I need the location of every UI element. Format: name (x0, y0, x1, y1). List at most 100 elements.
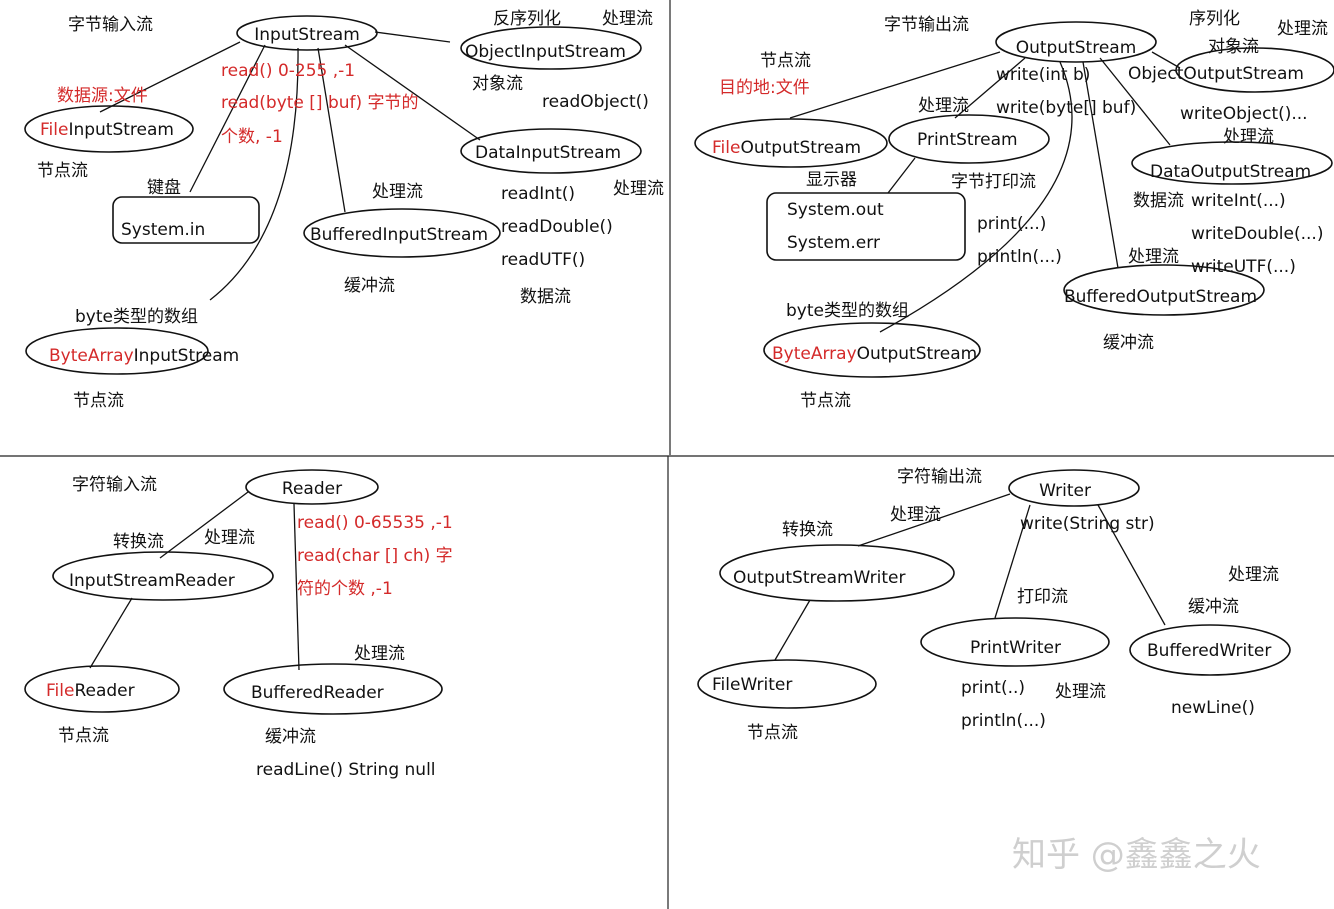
note-q4-convert: 转换流 (782, 520, 833, 540)
section-title-char-output: 字符输出流 (897, 467, 982, 487)
writer-label: Writer (1039, 481, 1091, 501)
node-datainputstream: DataInputStream (460, 128, 642, 174)
bytearrayinputstream-suffix: InputStream (134, 346, 240, 366)
note-q2-datastream: 数据流 (1133, 191, 1184, 211)
node-bytearrayinputstream: ByteArrayInputStream (25, 327, 239, 375)
system-out-label: System.out (787, 200, 884, 220)
note-q1-read2: read(byte [] buf) 字节的 (221, 93, 419, 113)
note-q2-objectstream: 对象流 (1208, 37, 1259, 57)
node-fileoutputstream: FileOutputStream (694, 118, 888, 168)
watermark: 知乎 @鑫鑫之火 (1012, 835, 1261, 875)
note-q3-buffer: 缓冲流 (265, 727, 316, 747)
fileoutputstream-suffix: OutputStream (740, 138, 861, 158)
note-q1-read1: read() 0-255 ,-1 (221, 61, 355, 81)
filewriter-label: FileWriter (712, 675, 792, 695)
section-title-byte-input: 字节输入流 (68, 15, 153, 35)
edges-char-input (89, 491, 300, 671)
node-bufferedreader: BufferedReader (223, 663, 443, 715)
node-printwriter: PrintWriter (920, 617, 1110, 667)
note-q4-print: 打印流 (1017, 587, 1068, 607)
system-in-label: System.in (121, 220, 205, 240)
outputstream-label: OutputStream (1016, 38, 1137, 58)
note-q3-convert: 转换流 (113, 532, 164, 552)
node-objectinputstream: ObjectInputStream (460, 26, 642, 70)
note-q4-node: 节点流 (747, 723, 798, 743)
node-bufferedoutputstream: BufferedOutputStream (1063, 264, 1265, 316)
datainputstream-label: DataInputStream (475, 143, 621, 163)
note-q1-deserialize: 反序列化 (493, 9, 561, 29)
node-system-in: System.in (112, 196, 260, 244)
note-q4-proc1: 处理流 (890, 505, 941, 525)
note-q1-readdouble: readDouble() (501, 217, 613, 237)
note-q2-display: 显示器 (806, 170, 857, 190)
note-q2-println: println(...) (977, 247, 1062, 267)
section-title-char-input: 字符输入流 (72, 475, 157, 495)
bufferedreader-label: BufferedReader (251, 683, 384, 703)
bytearrayoutputstream-prefix: ByteArray (772, 344, 857, 364)
note-q1-objectstream: 对象流 (472, 74, 523, 94)
note-q4-printm: print(..) (961, 678, 1025, 698)
note-q2-proc-buffered: 处理流 (1128, 247, 1179, 267)
bytearrayinputstream-prefix: ByteArray (49, 346, 134, 366)
edges-byte-output (789, 51, 1181, 333)
note-q2-node2: 节点流 (800, 391, 851, 411)
node-filereader: FileReader (24, 665, 180, 713)
note-q2-bytearray: byte类型的数组 (786, 301, 909, 321)
node-bufferedinputstream: BufferedInputStream (303, 208, 501, 258)
inputstream-label: InputStream (254, 25, 360, 45)
note-q1-readutf: readUTF() (501, 250, 585, 270)
svg-text:FileReader: FileReader (46, 681, 135, 701)
note-q1-bytearray: byte类型的数组 (75, 307, 198, 327)
node-dataoutputstream: DataOutputStream (1131, 141, 1333, 185)
note-q1-proc-data: 处理流 (613, 179, 664, 199)
note-q2-byteprint: 字节打印流 (951, 172, 1036, 192)
node-outputstreamwriter: OutputStreamWriter (719, 544, 955, 602)
note-q2-print: print(...) (977, 214, 1046, 234)
note-q2-writeobject: writeObject()... (1180, 104, 1308, 124)
bufferedwriter-label: BufferedWriter (1147, 641, 1271, 661)
objectinputstream-label: ObjectInputStream (465, 42, 626, 62)
note-q3-read2: read(char [] ch) 字 (297, 546, 453, 566)
note-q2-proc-data: 处理流 (1223, 127, 1274, 147)
note-q2-writeutf: writeUTF(...) (1191, 257, 1296, 277)
fileoutputstream-prefix: File (712, 138, 740, 158)
edges-byte-input (99, 31, 481, 301)
note-q2-proc-object: 处理流 (1277, 19, 1328, 39)
note-q2-buffer: 缓冲流 (1103, 333, 1154, 353)
svg-text:ByteArrayOutputStream: ByteArrayOutputStream (772, 344, 977, 364)
note-q1-node2: 节点流 (73, 391, 124, 411)
note-q3-read3: 符的个数 ,-1 (297, 579, 393, 599)
filereader-suffix: Reader (74, 681, 134, 701)
inputstreamreader-label: InputStreamReader (69, 571, 235, 591)
note-q4-write: write(String str) (1020, 514, 1155, 534)
note-q1-read3: 个数, -1 (221, 127, 283, 147)
svg-text:ByteArrayInputStream: ByteArrayInputStream (49, 346, 239, 366)
objectoutputstream-label: ObjectOutputStream (1128, 64, 1304, 84)
dataoutputstream-label: DataOutputStream (1150, 162, 1311, 182)
note-q4-println: println(...) (961, 711, 1046, 731)
note-q1-readint: readInt() (501, 184, 575, 204)
reader-label: Reader (282, 479, 342, 499)
note-q1-proc-object: 处理流 (602, 9, 653, 29)
bytearrayoutputstream-suffix: OutputStream (857, 344, 978, 364)
note-q1-proc-buffered: 处理流 (372, 182, 423, 202)
note-q3-node: 节点流 (58, 726, 109, 746)
fileinputstream-prefix: File (40, 120, 68, 140)
note-q3-readline: readLine() String null (256, 760, 436, 780)
note-q4-proc-print: 处理流 (1055, 682, 1106, 702)
note-q2-writedouble: writeDouble(...) (1191, 224, 1323, 244)
note-q4-proc-buffered: 处理流 (1228, 565, 1279, 585)
node-outputstream: OutputStream (995, 21, 1157, 63)
node-bufferedwriter: BufferedWriter (1129, 624, 1291, 676)
node-reader: Reader (245, 469, 379, 505)
note-q1-keyboard: 键盘 (147, 178, 181, 198)
note-q2-serialize: 序列化 (1189, 9, 1240, 29)
printwriter-label: PrintWriter (970, 638, 1061, 658)
note-q1-datasource: 数据源:文件 (57, 86, 148, 106)
node-filewriter: FileWriter (697, 659, 877, 709)
edges-char-output (774, 493, 1166, 661)
note-q2-dest: 目的地:文件 (719, 78, 810, 98)
bufferedinputstream-label: BufferedInputStream (310, 225, 488, 245)
